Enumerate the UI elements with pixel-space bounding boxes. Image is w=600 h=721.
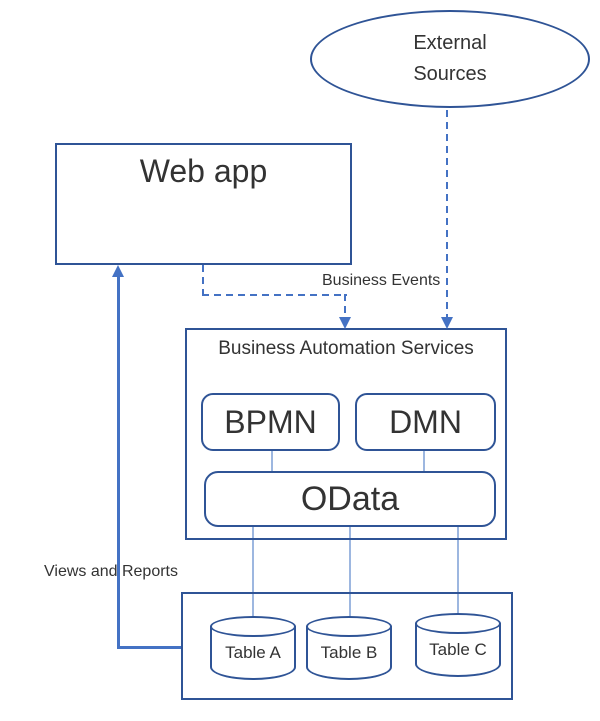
bpmn-node: BPMN: [201, 393, 340, 451]
connector-odata-table-b: [349, 527, 351, 620]
table-b-cylinder: Table B: [306, 616, 392, 680]
table-a-label: Table A: [225, 643, 281, 662]
database-container-node: [181, 592, 513, 700]
edge-webapp-bas-segment-3: [344, 294, 346, 318]
connector-odata-table-a: [252, 527, 254, 620]
edge-webapp-bas-segment-1: [202, 265, 204, 296]
connector-bpmn-odata: [271, 451, 273, 472]
cylinder-top-ellipse: [415, 613, 501, 634]
table-c-label: Table C: [429, 640, 487, 659]
web-app-node: Web app: [55, 143, 352, 265]
bpmn-label: BPMN: [224, 403, 317, 440]
dmn-node: DMN: [355, 393, 496, 451]
edge-external-bas-arrowhead-icon: [441, 317, 453, 329]
connector-dmn-odata: [423, 451, 425, 472]
edge-webapp-bas-segment-2: [202, 294, 347, 296]
cylinder-top-ellipse: [210, 616, 296, 637]
edge-db-webapp-segment-2: [117, 646, 182, 649]
views-and-reports-label: Views and Reports: [44, 563, 178, 580]
business-events-label: Business Events: [322, 272, 441, 289]
business-automation-services-node: [185, 328, 507, 540]
table-a-cylinder: Table A: [210, 616, 296, 680]
odata-label: OData: [300, 479, 400, 518]
connector-odata-table-c: [457, 527, 459, 617]
edge-db-webapp-arrowhead-icon: [112, 265, 124, 277]
external-sources-node: External Sources: [310, 10, 590, 108]
table-b-label: Table B: [320, 643, 378, 662]
dmn-label: DMN: [389, 403, 462, 440]
odata-node: OData: [204, 471, 496, 527]
web-app-label: Web app: [139, 153, 268, 189]
table-c-cylinder: Table C: [415, 613, 501, 677]
edge-external-bas-segment: [446, 110, 448, 318]
business-automation-services-title: Business Automation Services: [218, 338, 474, 359]
edge-webapp-bas-arrowhead-icon: [339, 317, 351, 329]
external-sources-label: External Sources: [413, 32, 487, 85]
cylinder-top-ellipse: [306, 616, 392, 637]
edge-db-webapp-segment-1: [117, 276, 120, 648]
